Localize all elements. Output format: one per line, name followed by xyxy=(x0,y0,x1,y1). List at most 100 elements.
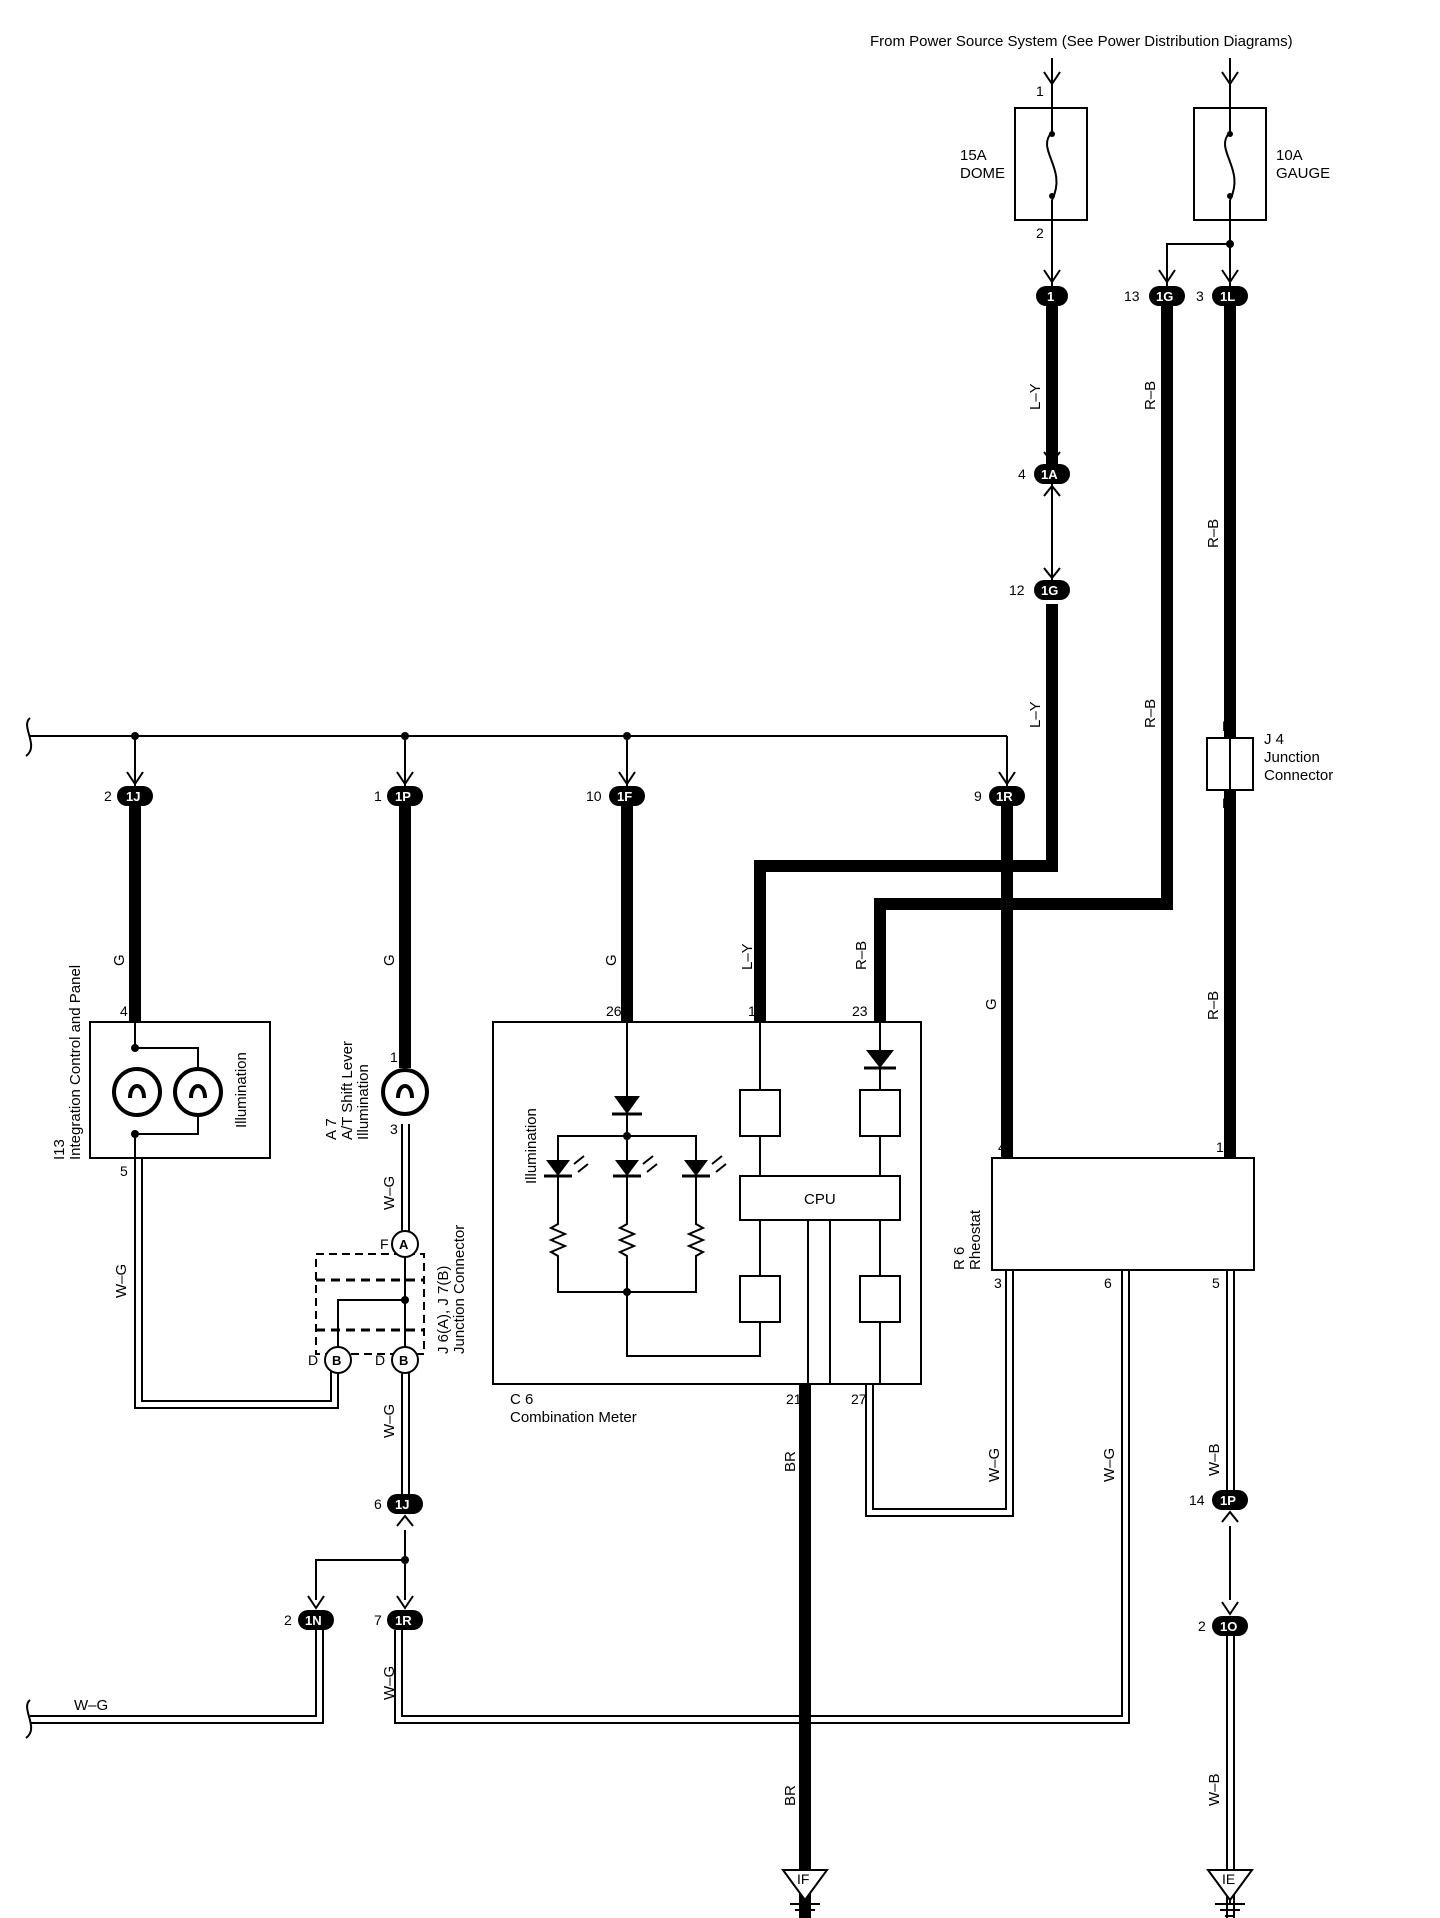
connector-1A-4: 1A 4 xyxy=(1018,464,1070,484)
fuse-gauge-name: GAUGE xyxy=(1276,165,1330,182)
svg-text:26: 26 xyxy=(606,1003,622,1019)
svg-text:1: 1 xyxy=(390,1049,398,1065)
svg-text:5: 5 xyxy=(1212,1275,1220,1291)
a7-sub: Illumination xyxy=(355,1064,372,1140)
svg-text:BR: BR xyxy=(782,1451,799,1472)
connector-1P-14: 1P 14 xyxy=(1189,1490,1248,1510)
connector-1L-3: 1L 3 xyxy=(1196,286,1248,306)
i13-id: I13 xyxy=(51,1139,68,1160)
svg-text:W–G: W–G xyxy=(1101,1448,1118,1482)
svg-text:1R: 1R xyxy=(395,1613,412,1628)
connector-arrows xyxy=(126,269,1239,1616)
svg-text:G: G xyxy=(603,954,620,966)
svg-text:W–G: W–G xyxy=(381,1176,398,1210)
svg-text:D: D xyxy=(308,1352,318,1368)
fuse-dome: 15A DOME 1 2 xyxy=(960,83,1088,241)
fuse-gauge: 10A GAUGE xyxy=(1193,107,1330,221)
c6-name: Combination Meter xyxy=(510,1409,637,1426)
svg-text:1G: 1G xyxy=(1156,289,1173,304)
svg-text:4: 4 xyxy=(998,1139,1006,1155)
junction-b-right: B xyxy=(399,1353,408,1368)
svg-text:B: B xyxy=(1222,795,1231,811)
i13-name: Integration Control and Panel xyxy=(67,965,84,1160)
a7-id: A 7 xyxy=(323,1118,340,1140)
svg-text:Connector: Connector xyxy=(1264,767,1333,784)
r6-name: Rheostat xyxy=(967,1209,984,1270)
svg-text:1F: 1F xyxy=(617,789,632,804)
svg-text:1: 1 xyxy=(374,788,382,804)
svg-text:L–Y: L–Y xyxy=(739,943,756,970)
ground-if: IF xyxy=(781,1869,829,1917)
svg-text:R–B: R–B xyxy=(1142,699,1159,728)
connector-1J-6: 1J 6 xyxy=(374,1494,423,1514)
r6-id: R 6 xyxy=(951,1247,968,1270)
svg-text:L–Y: L–Y xyxy=(1027,383,1044,410)
svg-text:W–B: W–B xyxy=(1206,1443,1223,1476)
connector-1R-9: 1R 9 xyxy=(974,786,1025,806)
svg-text:1O: 1O xyxy=(1220,1619,1237,1634)
junction-b-left: B xyxy=(332,1353,341,1368)
connector-1P-1: 1P 1 xyxy=(374,786,423,806)
svg-text:1: 1 xyxy=(1047,289,1054,304)
junction-a: A xyxy=(399,1237,409,1252)
svg-text:IF: IF xyxy=(797,1871,809,1887)
component-j6-j7: A F B D B D J 6(A), J 7(B) Junction Conn… xyxy=(308,1225,468,1374)
svg-text:27: 27 xyxy=(851,1391,867,1407)
ground-ie: IE xyxy=(1206,1869,1254,1917)
svg-text:R–B: R–B xyxy=(1142,381,1159,410)
svg-text:3: 3 xyxy=(994,1275,1002,1291)
connector-1N-2: 1N 2 xyxy=(284,1610,334,1630)
svg-text:14: 14 xyxy=(1189,1492,1205,1508)
svg-text:F: F xyxy=(380,1236,389,1252)
fuse-gauge-rating: 10A xyxy=(1276,147,1303,164)
connector-1G-12: 1G 12 xyxy=(1009,580,1070,600)
svg-text:4: 4 xyxy=(120,1003,128,1019)
svg-text:3: 3 xyxy=(1196,288,1204,304)
fuse-dome-pin-in: 1 xyxy=(1036,83,1044,99)
component-j4: B B J 4 Junction Connector xyxy=(1206,718,1333,811)
svg-text:23: 23 xyxy=(852,1003,868,1019)
svg-text:2: 2 xyxy=(1198,1618,1206,1634)
svg-text:9: 9 xyxy=(974,788,982,804)
svg-text:1G: 1G xyxy=(1041,583,1058,598)
svg-text:1: 1 xyxy=(1216,1139,1224,1155)
svg-text:W–B: W–B xyxy=(1206,1773,1223,1806)
a7-name: A/T Shift Lever xyxy=(339,1041,356,1140)
svg-text:IE: IE xyxy=(1222,1871,1235,1887)
svg-text:1J: 1J xyxy=(126,789,140,804)
power-in-arrow-dome xyxy=(1043,58,1061,108)
svg-text:2: 2 xyxy=(104,788,112,804)
cpu-label: CPU xyxy=(804,1191,836,1208)
component-a7: 1 3 A 7 A/T Shift Lever Illumination xyxy=(323,1041,429,1140)
svg-text:D: D xyxy=(375,1352,385,1368)
svg-text:1R: 1R xyxy=(996,789,1013,804)
component-r6: 4 1 3 6 5 R 6 Rheostat xyxy=(951,1139,1255,1291)
double-wires xyxy=(25,1124,1235,1918)
svg-text:W–G: W–G xyxy=(381,1666,398,1700)
svg-text:W–G: W–G xyxy=(113,1264,130,1298)
svg-text:W–G: W–G xyxy=(74,1697,108,1714)
svg-text:2: 2 xyxy=(284,1612,292,1628)
i13-inner-label: Illumination xyxy=(233,1052,250,1128)
connector-1R-7: 1R 7 xyxy=(374,1610,423,1630)
wire-labels: L–Y L–Y L–Y R–B R–B R–B R–B R–B G G G G … xyxy=(74,381,1223,1806)
svg-text:1J: 1J xyxy=(395,1497,409,1512)
c6-id: C 6 xyxy=(510,1391,533,1408)
fuse-dome-pin-out: 2 xyxy=(1036,225,1044,241)
svg-text:R–B: R–B xyxy=(853,941,870,970)
svg-text:B: B xyxy=(1222,718,1231,734)
connector-1O-2: 1O 2 xyxy=(1198,1616,1248,1636)
svg-text:1: 1 xyxy=(748,1003,756,1019)
component-c6: Illumination CPU 26 1 23 21 27 C 6 Combi… xyxy=(492,1003,922,1426)
svg-text:1P: 1P xyxy=(1220,1493,1236,1508)
svg-text:W–G: W–G xyxy=(381,1404,398,1438)
svg-text:5: 5 xyxy=(120,1163,128,1179)
connector-1J-2: 1J 2 xyxy=(104,786,153,806)
svg-text:R–B: R–B xyxy=(1205,991,1222,1020)
c6-illumination-label: Illumination xyxy=(523,1108,540,1184)
svg-text:BR: BR xyxy=(782,1785,799,1806)
svg-text:G: G xyxy=(983,998,1000,1010)
svg-text:4: 4 xyxy=(1018,466,1026,482)
component-i13: Illumination 4 5 I13 Integration Control… xyxy=(51,965,271,1179)
